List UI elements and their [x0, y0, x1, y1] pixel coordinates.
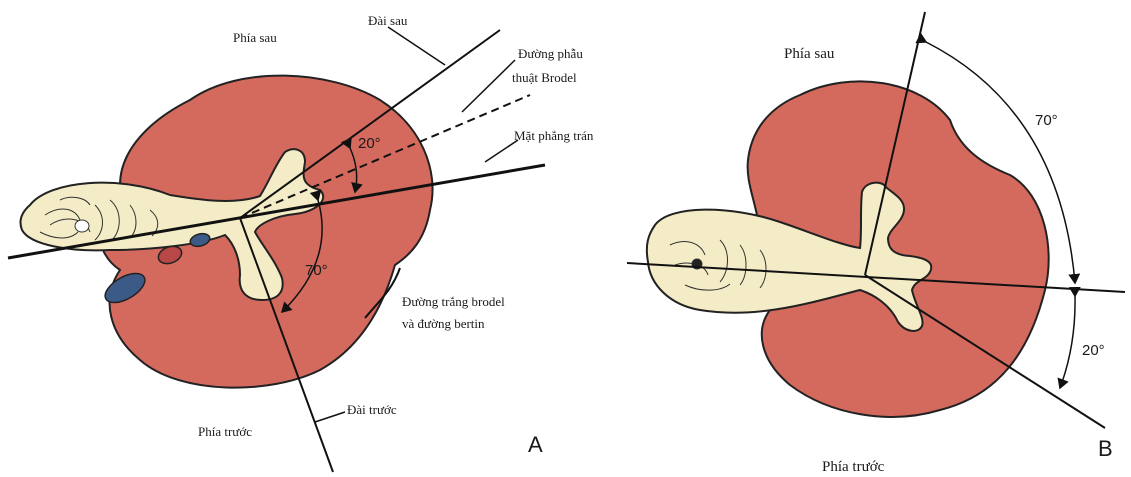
leader-posterior-lip	[388, 27, 445, 65]
label-posterior-lip: Đài sau	[368, 13, 408, 28]
label-anterior-lip: Đài trước	[347, 402, 397, 417]
label-brodel-path-2: thuật Brodel	[512, 70, 577, 85]
label-brodel-path-1: Đường phẫu	[518, 46, 583, 61]
label-frontal-plane: Mặt phẳng trán	[514, 128, 594, 143]
label-angle-70-a: 70°	[305, 262, 328, 279]
panel-label-a: A	[528, 432, 543, 457]
leader-frontal-plane	[485, 140, 518, 162]
label-angle-20-b: 20°	[1082, 342, 1105, 359]
label-posterior-b: Phía sau	[784, 46, 835, 62]
angle-arc-20-b	[1060, 296, 1075, 388]
leader-anterior-lip	[315, 412, 345, 422]
panel-label-b: B	[1098, 436, 1113, 461]
panel-b: Phía sau Phía trước 70° 20° B	[627, 12, 1125, 475]
panel-a: Phía sau Phía trước Đài sau Đường phẫu t…	[8, 13, 594, 472]
label-anterior-a: Phía trước	[198, 424, 252, 439]
label-white-line-2: và đường bertin	[402, 316, 485, 331]
label-white-line-1: Đường trắng brodel	[402, 294, 505, 309]
label-anterior-b: Phía trước	[822, 459, 885, 475]
label-posterior-a: Phía sau	[233, 30, 277, 45]
label-angle-20-a: 20°	[358, 135, 381, 152]
label-angle-70-b: 70°	[1035, 112, 1058, 129]
